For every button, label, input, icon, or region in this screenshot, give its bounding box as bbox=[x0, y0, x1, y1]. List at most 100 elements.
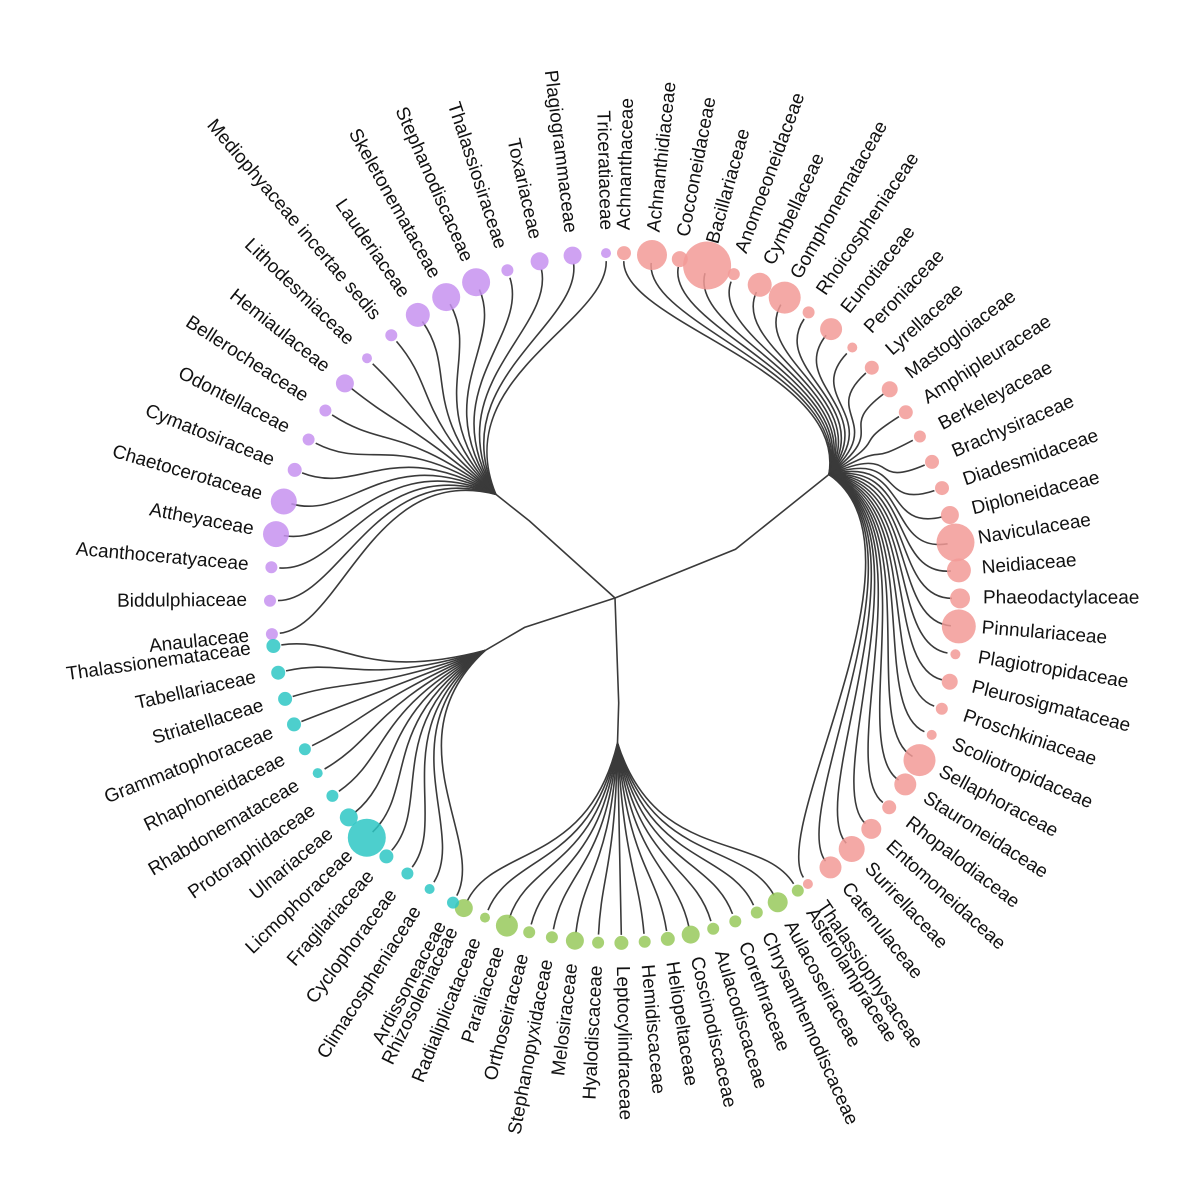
tip-node bbox=[270, 488, 297, 515]
tip-branch bbox=[301, 466, 497, 495]
tip-node bbox=[681, 925, 700, 944]
tip-node bbox=[898, 405, 913, 420]
tip-node bbox=[913, 430, 926, 443]
tip-branch bbox=[372, 649, 486, 833]
tip-branch bbox=[331, 414, 497, 495]
tip-branch bbox=[281, 643, 486, 663]
tree-branches bbox=[277, 261, 953, 935]
tip-node bbox=[861, 818, 882, 839]
tip-node bbox=[802, 879, 813, 889]
tip-branch bbox=[372, 363, 497, 495]
tip-node bbox=[501, 264, 514, 277]
tip-node bbox=[347, 818, 386, 857]
tip-node bbox=[326, 789, 339, 802]
tip-branch bbox=[301, 649, 486, 723]
tip-branch bbox=[616, 742, 712, 922]
tip-branch bbox=[815, 334, 846, 475]
tip-branch bbox=[828, 393, 884, 476]
tip-node bbox=[385, 329, 398, 342]
tip-node bbox=[819, 856, 842, 879]
tip-branch bbox=[828, 473, 943, 681]
clade-trunk bbox=[614, 597, 620, 744]
tip-node bbox=[312, 768, 323, 779]
tip-branch bbox=[752, 291, 837, 475]
clade-trunk bbox=[614, 473, 830, 599]
tip-branch bbox=[828, 473, 884, 804]
tip-branch bbox=[338, 649, 486, 792]
tip-node bbox=[950, 649, 961, 660]
tip-branch bbox=[473, 277, 514, 495]
tip-branch bbox=[622, 261, 831, 475]
tip-label: Plagiogrammaceae bbox=[540, 69, 581, 234]
tip-label: Hemidiscaceae bbox=[637, 964, 669, 1095]
tip-label: Naviculaceae bbox=[976, 510, 1092, 549]
tip-branch bbox=[828, 467, 935, 496]
tip-node bbox=[362, 353, 372, 364]
tip-branch bbox=[354, 649, 486, 814]
tip-label: Acanthoceratyaceae bbox=[75, 539, 249, 575]
tip-node bbox=[447, 896, 459, 909]
clade-trunk bbox=[484, 597, 616, 652]
tip-branch bbox=[315, 442, 497, 495]
tip-node bbox=[936, 523, 975, 562]
tip-node bbox=[935, 702, 948, 715]
tip-node bbox=[894, 773, 917, 796]
tip-node bbox=[941, 609, 976, 644]
tip-node bbox=[302, 433, 315, 446]
tip-node bbox=[791, 884, 804, 897]
tip-node bbox=[926, 729, 937, 740]
tip-node bbox=[563, 246, 582, 265]
tip-branch bbox=[828, 472, 948, 546]
tip-node bbox=[601, 248, 611, 259]
tip-branch bbox=[828, 473, 935, 707]
tip-branch bbox=[828, 473, 913, 758]
tip-node bbox=[523, 926, 536, 939]
tip-branch bbox=[703, 272, 834, 475]
tip-branch bbox=[677, 266, 833, 475]
tip-branch bbox=[828, 439, 914, 476]
tip-node bbox=[941, 673, 958, 690]
clade-trunk bbox=[495, 493, 616, 599]
tip-label: Pinnulariaceae bbox=[981, 617, 1108, 648]
tip-node bbox=[729, 915, 742, 928]
tip-branch bbox=[616, 742, 734, 915]
tip-branch bbox=[482, 263, 575, 495]
tip-branch bbox=[395, 340, 497, 495]
tip-branch bbox=[530, 742, 619, 925]
tip-branch bbox=[828, 473, 951, 572]
tip-label: Achnanthidiaceae bbox=[644, 81, 681, 233]
tip-branch bbox=[828, 473, 900, 781]
tip-branch bbox=[828, 473, 948, 654]
tip-node bbox=[405, 302, 430, 327]
tip-node bbox=[838, 836, 865, 862]
tip-node bbox=[802, 306, 815, 319]
tip-node bbox=[935, 481, 949, 496]
tip-branch bbox=[616, 742, 668, 932]
tip-label: Triceratiaceae bbox=[592, 110, 616, 230]
tip-branch bbox=[478, 268, 544, 495]
tip-node bbox=[660, 931, 675, 946]
tip-branch bbox=[828, 473, 953, 600]
tip-node bbox=[287, 462, 302, 477]
tip-branch bbox=[552, 742, 619, 930]
tip-branch bbox=[283, 480, 497, 538]
tip-branch bbox=[775, 304, 840, 475]
tip-node bbox=[820, 318, 843, 341]
tip-node bbox=[950, 588, 970, 609]
tip-node bbox=[946, 558, 971, 583]
tip-branch bbox=[291, 474, 497, 508]
tip-node bbox=[480, 912, 490, 923]
tip-branch bbox=[616, 742, 623, 935]
tip-branch bbox=[728, 281, 836, 475]
tip-branch bbox=[449, 303, 497, 495]
tip-branch bbox=[279, 489, 496, 634]
tip-node bbox=[683, 241, 732, 290]
tip-branch bbox=[277, 487, 497, 602]
tip-node bbox=[454, 899, 473, 918]
tip-label: Attheyaceae bbox=[148, 499, 256, 539]
tip-node bbox=[335, 374, 354, 393]
tip-node bbox=[881, 381, 898, 398]
tip-branch bbox=[466, 742, 619, 902]
tip-branch bbox=[433, 649, 486, 883]
